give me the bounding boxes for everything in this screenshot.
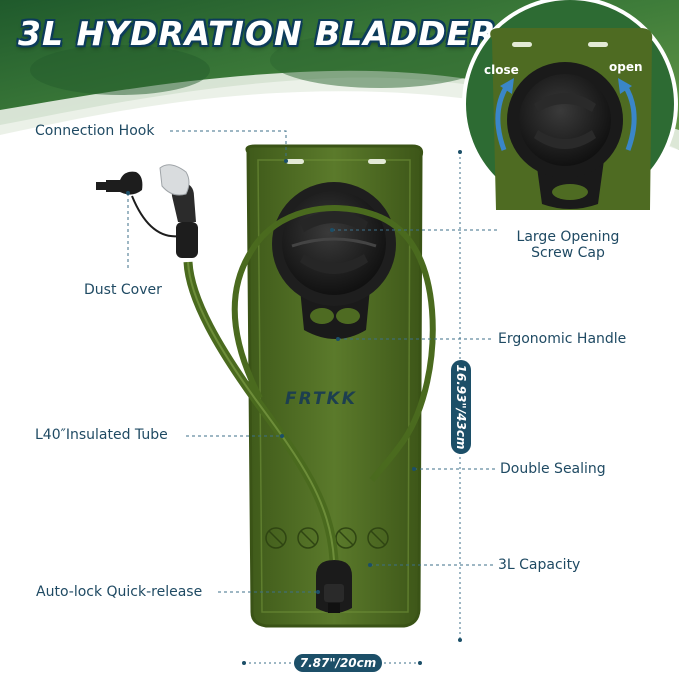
width-dimension-badge: 7.87"/20cm	[294, 654, 382, 672]
ergonomic-handle-label: Ergonomic Handle	[498, 331, 627, 347]
auto-lock-label: Auto-lock Quick-release	[36, 584, 203, 600]
open-label: open	[609, 60, 643, 74]
page-title: 3L HYDRATION BLADDER	[18, 14, 497, 53]
dust-cover-label: Dust Cover	[84, 282, 162, 298]
height-dimension-badge: 16.93"/43cm	[451, 360, 471, 454]
brand-logo: FRTKK	[285, 389, 357, 409]
connection-hook-label: Connection Hook	[35, 123, 155, 139]
capacity-label: 3L Capacity	[498, 557, 581, 573]
large-opening-line1: Large Opening	[516, 229, 620, 245]
screw-cap	[282, 191, 386, 295]
large-opening-line2: Screw Cap	[531, 245, 605, 261]
large-opening-label: Large Opening Screw Cap	[502, 229, 634, 261]
close-label: close	[484, 63, 519, 77]
dust-cover	[106, 171, 143, 195]
double-sealing-label: Double Sealing	[500, 461, 606, 477]
height-dimension-text: 16.93"/43cm	[454, 364, 468, 450]
inset-cap	[519, 74, 611, 166]
insulated-tube-label: L40″Insulated Tube	[35, 427, 168, 443]
